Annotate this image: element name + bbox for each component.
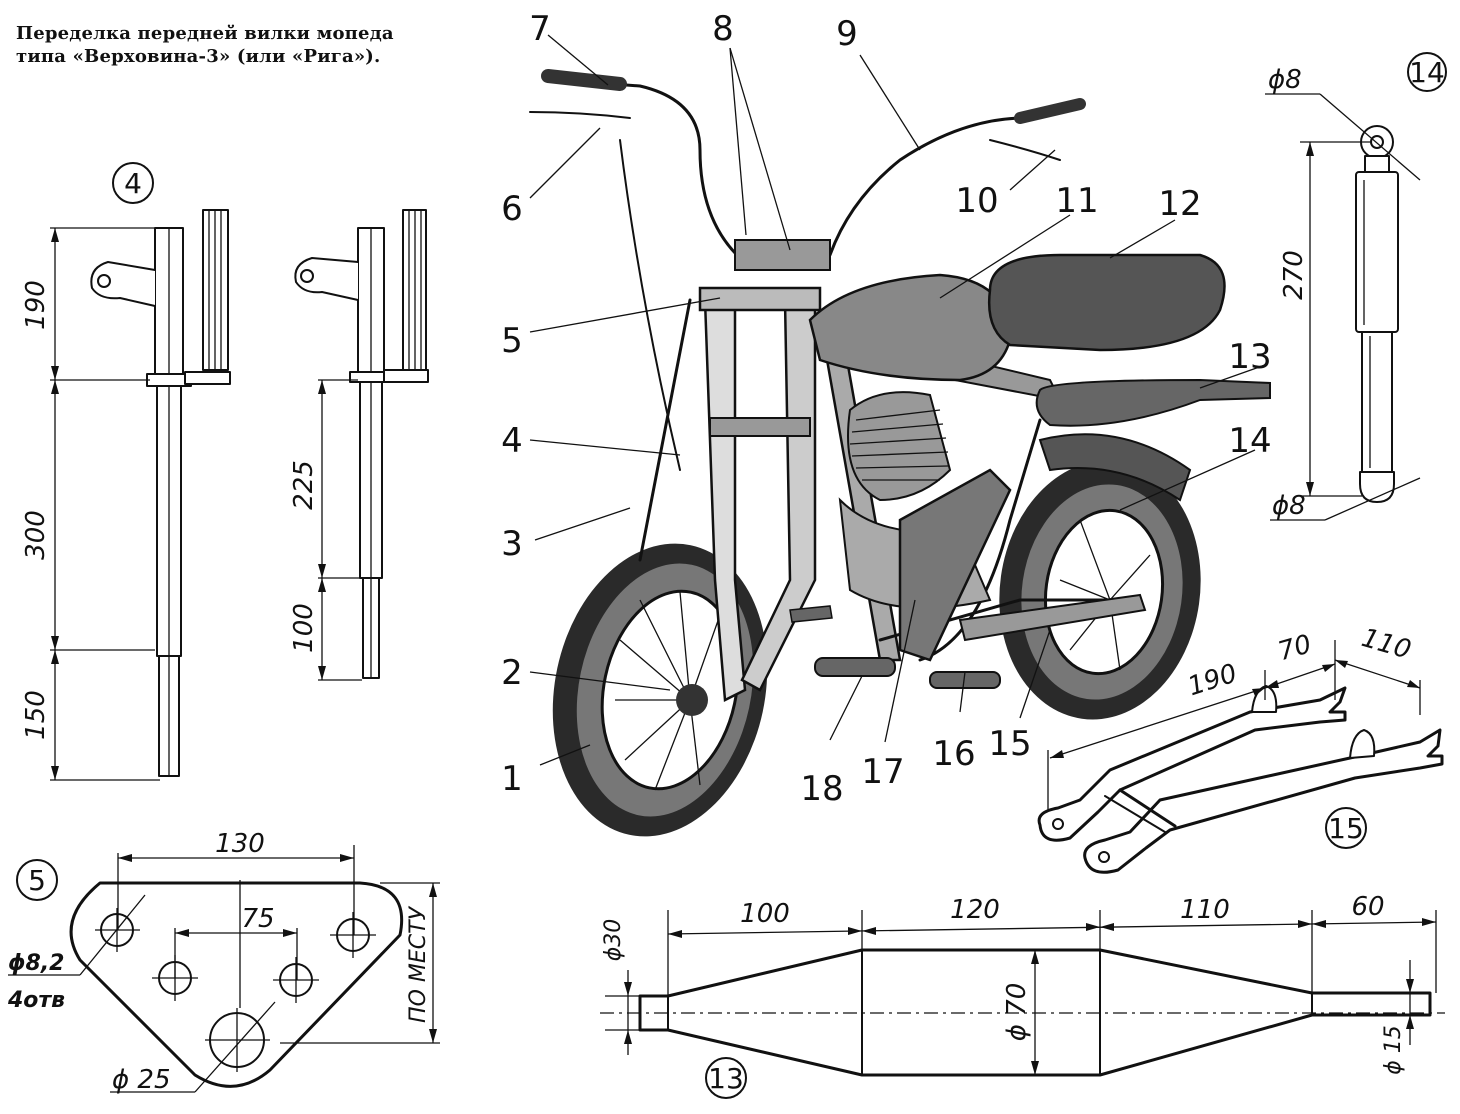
callout-11: 11 [1055, 181, 1098, 221]
bridge-detail-badge [16, 859, 58, 901]
bike-muffler [1035, 378, 1271, 427]
muffler-detail-label: 13 [708, 1062, 744, 1095]
shock-top-eye: ϕ8 [1268, 65, 1302, 95]
muffler-detail-badge [705, 1057, 747, 1099]
callout-18: 18 [800, 769, 843, 809]
side-box [898, 468, 1012, 662]
muffler-dia-outlet: ϕ 15 [1381, 1025, 1406, 1075]
fork-detail-label: 4 [124, 167, 142, 200]
shock-bottom-eye: ϕ8 [1272, 491, 1306, 521]
swingarm-detail: 15 190 70 110 [1037, 623, 1444, 874]
fork-dim-100: 100 [289, 603, 319, 653]
handlebar [529, 69, 1086, 471]
leader-lines [529, 34, 1266, 766]
muffler-dia-inlet: ϕ30 [601, 919, 626, 962]
muffler-dia-body: ϕ 70 [1002, 983, 1032, 1042]
fork-detail: 4 [21, 162, 429, 781]
shock-detail-label: 14 [1409, 56, 1445, 89]
caption-line-1: Переделка передней вилки мопеда [16, 23, 394, 44]
shock-detail-badge [1407, 52, 1447, 92]
front-fork [638, 286, 822, 702]
bridge-hole-large: ϕ 25 [112, 1065, 171, 1095]
bridge-detail-label: 5 [28, 864, 46, 897]
callout-7: 7 [529, 9, 551, 49]
bridge-height-note: ПО МЕСТУ [406, 905, 431, 1023]
bike-swingarm [958, 593, 1147, 642]
motorbike-illustration: 1 2 3 4 5 6 7 8 9 10 11 12 13 14 15 16 1… [501, 9, 1272, 837]
fork-tube-left [90, 209, 231, 777]
callout-4: 4 [501, 421, 523, 461]
fork-dim-225: 225 [289, 460, 319, 510]
footrests [789, 605, 1001, 689]
front-wheel [552, 543, 768, 837]
bridge-dim-spacing: 75 [241, 904, 274, 934]
callout-12: 12 [1158, 184, 1201, 224]
callout-15: 15 [988, 724, 1031, 764]
caption: Переделка передней вилки мопеда типа «Ве… [16, 22, 466, 68]
callout-17: 17 [861, 752, 904, 792]
bridge-detail: 5 130 7 [7, 829, 440, 1095]
callout-8: 8 [712, 9, 734, 49]
callout-2: 2 [501, 653, 523, 693]
muffler-dim-seg1: 100 [740, 899, 790, 929]
bridge-hole-small: ϕ8,2 [8, 951, 65, 976]
muffler-detail: 13 100 120 110 60 [600, 892, 1445, 1099]
fuel-tank [808, 273, 1012, 382]
callout-14: 14 [1228, 421, 1271, 461]
swingarm-dim-70: 70 [1275, 629, 1315, 667]
swingarm-dim-110: 110 [1358, 623, 1414, 666]
shock-detail: 14 270 ϕ8 ϕ8 [1265, 52, 1447, 521]
rear-wheel [999, 433, 1201, 720]
fork-dim-300: 300 [21, 510, 51, 560]
callout-10: 10 [955, 181, 998, 221]
fork-dim-190: 190 [21, 280, 51, 330]
swingarm-detail-badge [1325, 807, 1367, 849]
swingarm-detail-label: 15 [1328, 812, 1364, 845]
fork-detail-badge [112, 162, 154, 204]
callout-6: 6 [501, 189, 523, 229]
shock-dim-length: 270 [1279, 250, 1309, 300]
bridge-dim-width: 130 [215, 829, 265, 859]
caption-line-2: типа «Верховина-3» (или «Рига»). [16, 46, 381, 67]
muffler-dim-seg2: 120 [950, 895, 1000, 925]
swingarm-dim-190: 190 [1184, 658, 1240, 702]
fork-dim-150: 150 [21, 690, 51, 740]
seat [988, 253, 1226, 352]
callout-3: 3 [501, 524, 523, 564]
callout-13: 13 [1228, 337, 1271, 377]
callout-9: 9 [836, 14, 858, 54]
callout-1: 1 [501, 759, 523, 799]
callout-16: 16 [932, 734, 975, 774]
fork-tube-right [294, 209, 429, 679]
callout-5: 5 [501, 321, 523, 361]
muffler-dim-seg4: 60 [1351, 892, 1384, 922]
muffler-dim-seg3: 110 [1180, 895, 1230, 925]
bridge-hole-count: 4отв [7, 988, 65, 1013]
